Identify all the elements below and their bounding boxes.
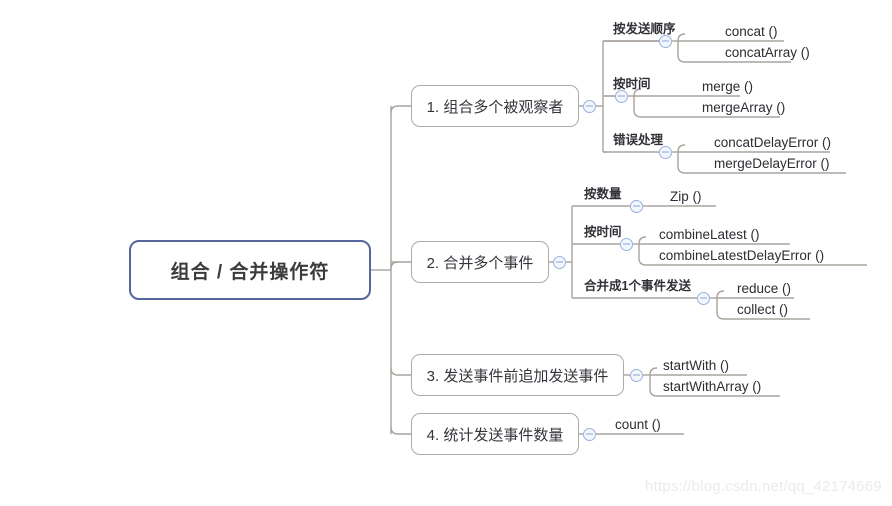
watermark: https://blog.csdn.net/qq_42174669	[645, 478, 882, 495]
collapse-minus-icon-group-by-time-2[interactable]	[620, 237, 633, 251]
collapse-minus-icon-branch-4[interactable]	[583, 427, 596, 441]
collapse-minus-icon-branch-3[interactable]	[630, 368, 643, 382]
leaf-combine-latest-delay-error[interactable]: combineLatestDelayError ()	[659, 248, 825, 263]
leaf-start-with-array[interactable]: startWithArray ()	[663, 379, 762, 394]
root-node-label: 组合 / 合并操作符	[170, 261, 330, 283]
branch-node-4-label: 4. 统计发送事件数量	[426, 426, 564, 444]
leaf-merge-array[interactable]: mergeArray ()	[702, 100, 786, 115]
group-label-by-count[interactable]: 按数量	[584, 187, 622, 201]
leaf-merge-delay-error[interactable]: mergeDelayError ()	[714, 156, 830, 171]
group-label-by-time-2[interactable]: 按时间	[584, 225, 622, 239]
branch-node-4[interactable]: 4. 统计发送事件数量	[411, 413, 579, 455]
branch-node-2[interactable]: 2. 合并多个事件	[411, 241, 549, 283]
collapse-minus-icon-branch-2[interactable]	[553, 255, 566, 269]
group-label-merge-into-one[interactable]: 合并成1个事件发送	[584, 279, 691, 293]
branch-node-1-label: 1. 组合多个被观察者	[426, 98, 564, 116]
leaf-concat-array[interactable]: concatArray ()	[725, 45, 810, 60]
leaf-concat-delay-error[interactable]: concatDelayError ()	[714, 135, 832, 150]
branch-node-3-label: 3. 发送事件前追加发送事件	[426, 367, 609, 385]
collapse-minus-icon-group-send-order[interactable]	[659, 34, 672, 48]
group-label-by-time-1[interactable]: 按时间	[613, 77, 651, 91]
leaf-count[interactable]: count ()	[615, 417, 661, 432]
collapse-minus-icon-group-by-time-1[interactable]	[615, 89, 628, 103]
leaf-zip[interactable]: Zip ()	[670, 189, 702, 204]
group-label-send-order[interactable]: 按发送顺序	[613, 22, 676, 36]
collapse-minus-icon-group-error-handling[interactable]	[659, 145, 672, 159]
branch-node-1[interactable]: 1. 组合多个被观察者	[411, 85, 579, 127]
root-node[interactable]: 组合 / 合并操作符	[129, 240, 371, 300]
collapse-minus-icon-group-by-count[interactable]	[630, 199, 643, 213]
collapse-minus-icon-branch-1[interactable]	[583, 99, 596, 113]
collapse-minus-icon-group-merge-into-one[interactable]	[697, 291, 710, 305]
leaf-collect[interactable]: collect ()	[737, 302, 789, 317]
leaf-concat[interactable]: concat ()	[725, 24, 778, 39]
leaf-start-with[interactable]: startWith ()	[663, 358, 729, 373]
leaf-reduce[interactable]: reduce ()	[737, 281, 792, 296]
group-label-error-handling[interactable]: 错误处理	[613, 133, 664, 147]
branch-node-3[interactable]: 3. 发送事件前追加发送事件	[411, 354, 624, 396]
branch-node-2-label: 2. 合并多个事件	[426, 254, 534, 272]
leaf-merge[interactable]: merge ()	[702, 79, 754, 94]
leaf-combine-latest[interactable]: combineLatest ()	[659, 227, 760, 242]
